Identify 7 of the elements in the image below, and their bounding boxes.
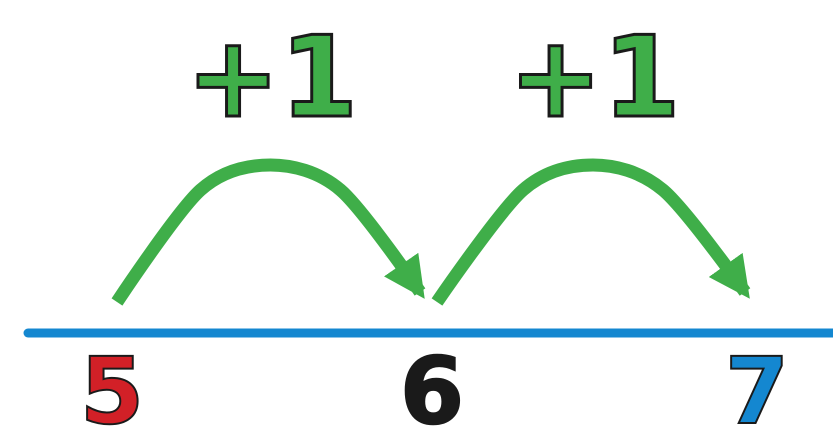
number-label: 6 (377, 300, 487, 436)
jump-arrow (112, 158, 426, 306)
edge-label: +1 (185, 28, 359, 128)
jump-arrow (432, 158, 750, 306)
number-label: 7 (702, 300, 812, 436)
number-label: 5 (57, 300, 167, 436)
edge-label: +1 (508, 28, 682, 128)
